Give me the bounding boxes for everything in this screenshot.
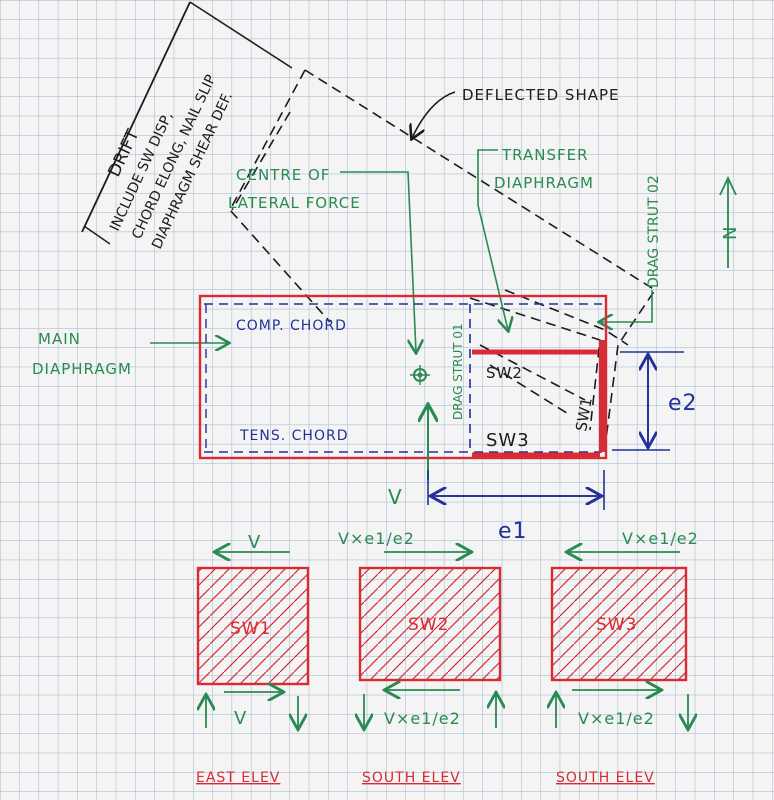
elev-1-wall-label: SW1	[230, 619, 271, 639]
elev-1-bottom-label: V	[234, 708, 247, 729]
drag-strut-02-label: DRAG STRUT 02	[646, 175, 662, 288]
elev-1-wall	[196, 566, 310, 686]
elev-1-top-label: V	[248, 532, 261, 553]
elev-3-wall-label: SW3	[596, 615, 637, 635]
elev-2-caption: SOUTH ELEV	[362, 770, 461, 786]
elev-1-caption: EAST ELEV	[196, 770, 280, 786]
elev-2-wall	[358, 566, 502, 682]
elevation-east: V SW1 V EAST ELEV	[196, 532, 310, 786]
drag-strut-01-label: DRAG STRUT 01	[451, 323, 465, 420]
elev-3-bottom-label: V×e1/e2	[578, 709, 655, 728]
north-arrow: N	[719, 175, 741, 268]
elevation-south-2: V×e1/e2 SW3 V×e1/e2 SOUTH ELEV	[550, 529, 699, 786]
main-label-1: MAIN	[38, 330, 81, 348]
north-label: N	[720, 227, 741, 240]
e2-dimension	[612, 351, 684, 451]
elev-3-caption: SOUTH ELEV	[556, 770, 655, 786]
e1-label: e1	[498, 519, 528, 544]
centre-label-1: CENTRE OF	[236, 166, 330, 184]
elev-2-bottom-label: V×e1/e2	[384, 709, 461, 728]
centre-leader	[340, 171, 416, 352]
comp-chord-label: COMP. CHORD	[236, 318, 347, 334]
elev-2-wall-label: SW2	[408, 615, 449, 635]
deflected-shape-label: DEFLECTED SHAPE	[462, 86, 620, 104]
sw2-plan-label: SW2	[486, 364, 523, 382]
elev-2-top-label: V×e1/e2	[338, 529, 415, 548]
elev-3-top-label: V×e1/e2	[622, 529, 699, 548]
plan-view	[198, 294, 608, 460]
deflected-shape-arrow	[412, 91, 456, 138]
transfer-leader	[477, 149, 508, 330]
centre-label-2: LATERAL FORCE	[228, 194, 361, 212]
main-diaphragm-outline	[198, 294, 608, 460]
sw3-plan-label: SW3	[486, 430, 530, 451]
transfer-label-1: TRANSFER	[501, 146, 589, 164]
transfer-label-2: DIAPHRAGM	[494, 174, 594, 192]
tens-chord-label: TENS. CHORD	[239, 428, 349, 444]
e1-dimension	[427, 470, 605, 510]
elevation-south-1: V×e1/e2 SW2 V×e1/e2 SOUTH ELEV	[338, 529, 500, 786]
v-force-label: V	[388, 485, 403, 509]
main-label-2: DIAPHRAGM	[32, 360, 132, 378]
drag-strut-02-leader	[600, 290, 653, 322]
elev-3-wall	[550, 566, 688, 682]
centre-of-force-symbol	[410, 365, 430, 385]
sw1-plan-label: SW1	[572, 396, 596, 433]
e2-label: e2	[668, 391, 698, 416]
